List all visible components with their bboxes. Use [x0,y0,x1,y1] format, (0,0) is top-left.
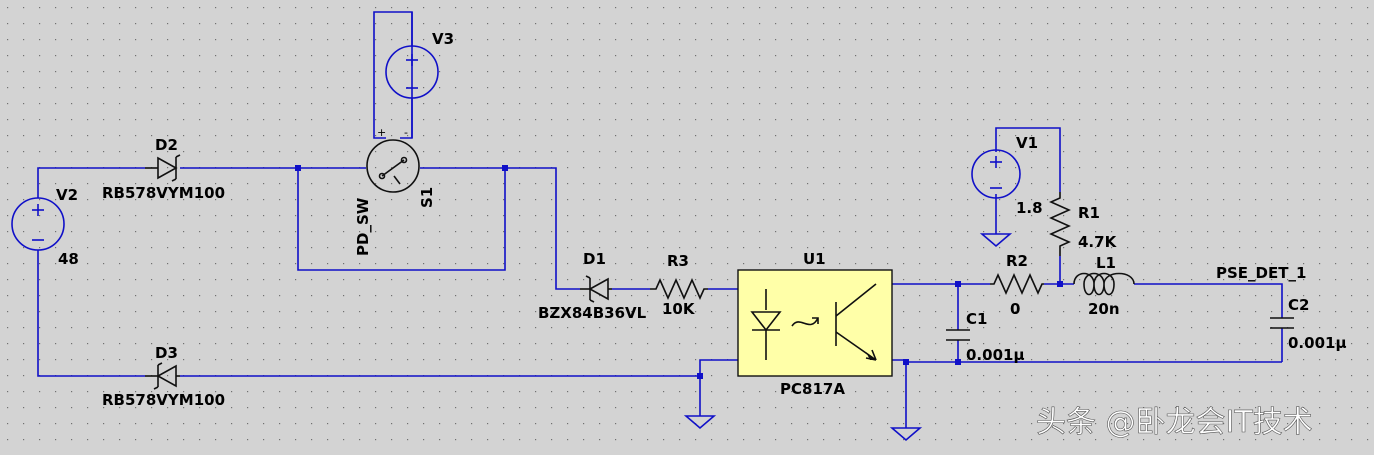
resistor-r3[interactable] [650,278,708,300]
ground-symbol [683,412,717,430]
l1-ref-label: L1 [1096,254,1116,272]
diode-d2[interactable] [145,154,181,182]
junctions [295,165,1063,379]
capacitor-c1[interactable] [946,329,970,341]
capacitor-c2[interactable] [1270,317,1294,329]
watermark-text: 头条 @卧龙会IT技术 [1036,405,1313,440]
r2-ref-label: R2 [1006,252,1028,270]
zener-diode-d1[interactable] [580,275,612,303]
u1-value-label: PC817A [780,380,845,398]
ground-symbol [889,427,923,442]
voltage-source-v1[interactable] [971,149,1021,199]
r3-ref-label: R3 [667,252,689,270]
r1-value-label: 4.7K [1078,233,1118,251]
v3-ref-label: V3 [432,30,454,48]
s1-value-label: PD_SW [354,197,372,256]
d2-value-label: RB578VYM100 [102,184,225,202]
resistor-r1[interactable] [1049,192,1071,256]
s1-ref-label: S1 [418,187,436,208]
l1-value-label: 20n [1088,300,1120,318]
v1-ref-label: V1 [1016,134,1038,152]
voltage-source-v3[interactable] [385,12,439,138]
c2-value-label: 0.001μ [1288,334,1346,352]
r2-value-label: 0 [1010,300,1020,318]
optocoupler-u1[interactable] [737,269,893,377]
resistor-r2[interactable] [990,273,1044,295]
voltage-source-v2[interactable] [11,197,65,251]
ground-symbol [979,233,1013,248]
c1-value-label: 0.001μ [966,346,1024,364]
wires [37,11,1283,428]
d3-ref-label: D3 [155,344,178,362]
svg-text:-: - [404,126,408,139]
v2-ref-label: V2 [56,186,78,204]
net-label-pse-det: PSE_DET_1 [1216,264,1306,282]
d2-ref-label: D2 [155,136,178,154]
d1-ref-label: D1 [583,250,606,268]
d3-value-label: RB578VYM100 [102,391,225,409]
v1-value-label: 1.8 [1016,199,1043,217]
inductor-l1[interactable] [1073,272,1135,296]
c2-ref-label: C2 [1288,296,1309,314]
c1-ref-label: C1 [966,310,987,328]
svg-text:+: + [377,126,386,139]
r1-ref-label: R1 [1078,204,1100,222]
v2-value-label: 48 [58,250,79,268]
voltage-switch-s1[interactable]: + - [366,126,420,193]
r3-value-label: 10K [662,300,696,318]
d1-value-label: BZX84B36VL [538,304,647,322]
diode-d3[interactable] [145,362,180,390]
u1-ref-label: U1 [803,250,826,268]
